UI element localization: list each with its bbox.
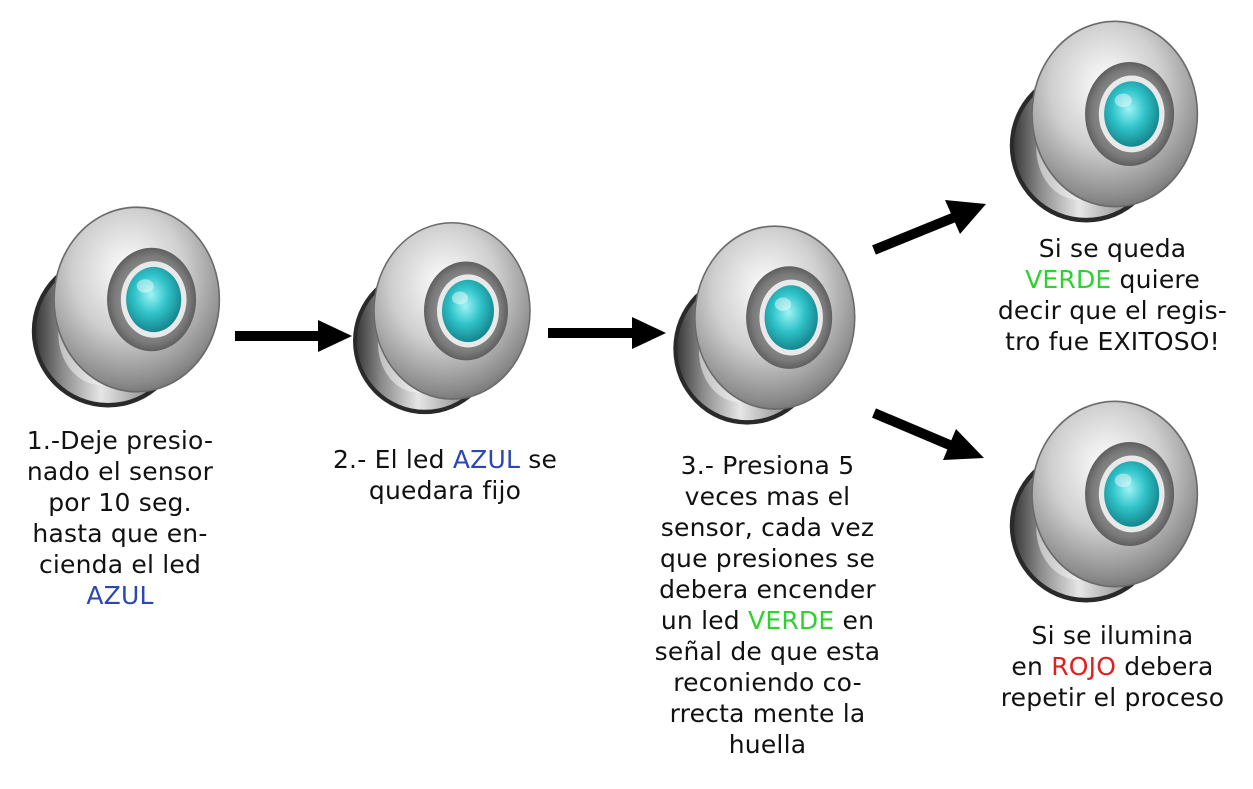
step3-line: huella xyxy=(728,730,807,759)
sensor-step3-image xyxy=(660,215,865,438)
step1-line: nado el sensor xyxy=(26,457,214,486)
step1-line: hasta que en- xyxy=(32,519,208,548)
step3-line: reconiendo co- xyxy=(673,668,862,697)
step2-text: se xyxy=(520,445,558,474)
sensor-step2-image xyxy=(340,212,540,427)
step1-line: 1.-Deje presio- xyxy=(26,426,214,455)
failure-line: en ROJO debera xyxy=(975,651,1250,682)
step1-caption: 1.-Deje presio- nado el sensor por 10 se… xyxy=(0,425,240,611)
arrow-up-right-icon xyxy=(872,200,986,255)
fingerprint-sensor-icon xyxy=(996,10,1208,236)
arrow-right-icon xyxy=(548,317,666,349)
failure-line: repetir el proceso xyxy=(1000,683,1225,712)
success-line: VERDE quiere xyxy=(975,264,1250,295)
step3-text: en xyxy=(834,606,875,635)
step3-line: veces mas el xyxy=(684,482,851,511)
step3-line: que presiones se xyxy=(659,544,876,573)
fingerprint-sensor-icon xyxy=(18,196,230,421)
failure-text: en xyxy=(1011,652,1052,681)
step2-line: 2.- El led AZUL se xyxy=(305,444,585,475)
step3-caption: 3.- Presiona 5 veces mas el sensor, cada… xyxy=(625,450,910,760)
success-caption: Si se queda VERDE quiere decir que el re… xyxy=(975,233,1250,357)
step1-line: por 10 seg. xyxy=(48,488,192,517)
success-line: tro fue EXITOSO! xyxy=(1005,327,1220,356)
step3-line: señal de que esta xyxy=(654,637,881,666)
step3-line: 3.- Presiona 5 xyxy=(680,451,855,480)
step2-caption: 2.- El led AZUL se quedara fijo xyxy=(305,444,585,506)
step3-line: rrecta mente la xyxy=(669,699,866,728)
success-text: quiere xyxy=(1111,265,1200,294)
step2-text: 2.- El led xyxy=(332,445,453,474)
success-led-color-verde: VERDE xyxy=(1025,265,1112,294)
step3-led-color-verde: VERDE xyxy=(748,606,835,635)
arrow-right-icon xyxy=(235,320,352,352)
step2-led-color-azul: AZUL xyxy=(452,445,521,474)
step2-line: quedara fijo xyxy=(368,476,522,505)
sensor-step1-image xyxy=(18,196,230,421)
sensor-failure-image xyxy=(996,390,1208,616)
fingerprint-sensor-icon xyxy=(340,212,540,427)
step1-led-color-azul: AZUL xyxy=(86,581,154,610)
success-line: decir que el regis- xyxy=(997,296,1228,325)
fingerprint-sensor-icon xyxy=(996,390,1208,616)
fingerprint-sensor-icon xyxy=(660,215,865,438)
step3-text: un led xyxy=(660,606,749,635)
failure-text: debera xyxy=(1116,652,1214,681)
success-line: Si se queda xyxy=(1038,234,1187,263)
failure-line: Si se ilumina xyxy=(1031,621,1194,650)
step3-line: sensor, cada vez xyxy=(660,513,875,542)
step3-line: un led VERDE en xyxy=(625,605,910,636)
step3-line: debera encender xyxy=(659,575,876,604)
step1-line: cienda el led xyxy=(38,550,202,579)
failure-led-color-rojo: ROJO xyxy=(1051,652,1117,681)
failure-caption: Si se ilumina en ROJO debera repetir el … xyxy=(975,620,1250,713)
sensor-success-image xyxy=(996,10,1208,236)
